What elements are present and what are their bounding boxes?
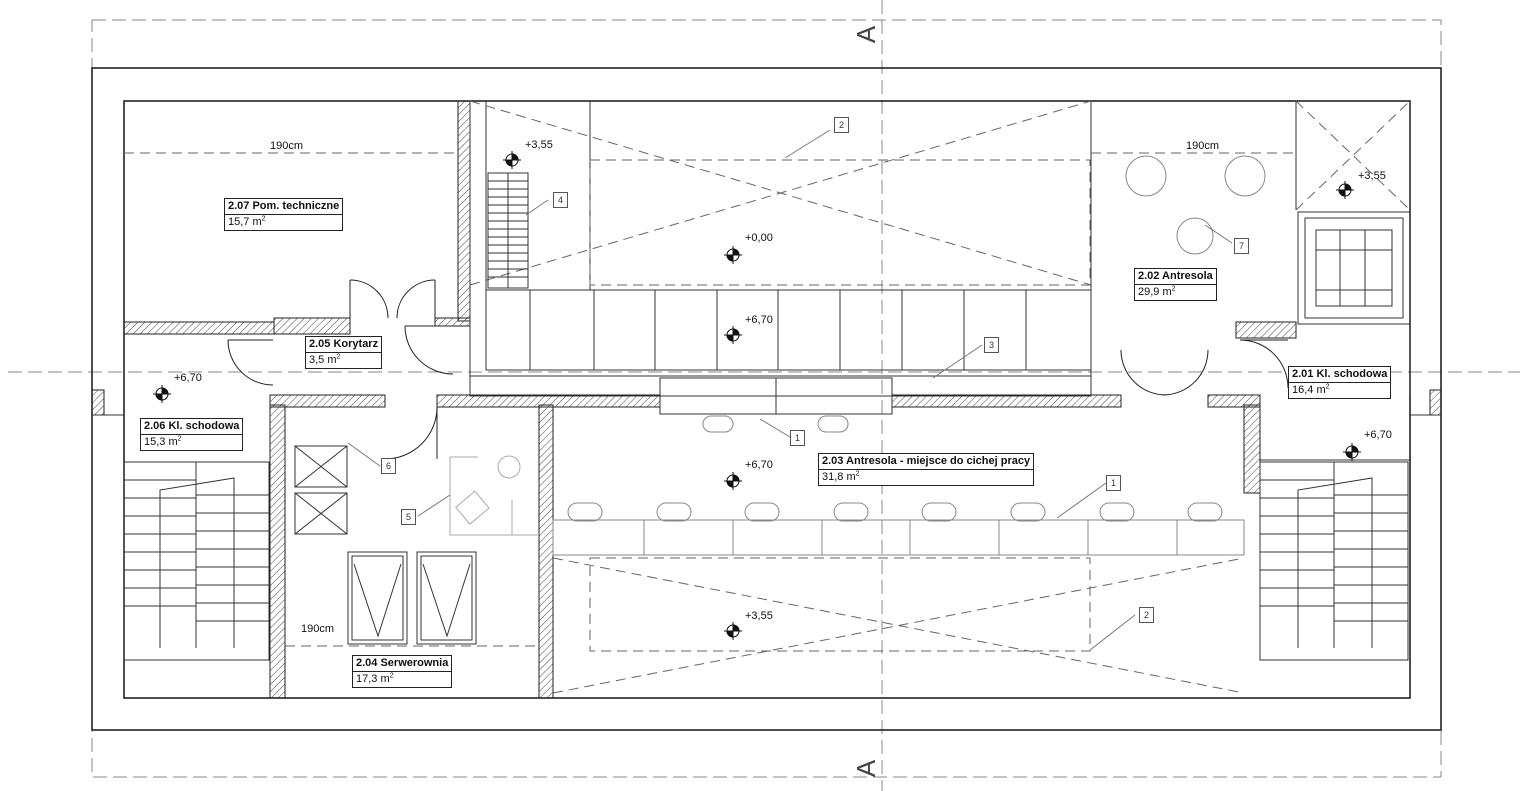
level-label: +3,55 [745,610,773,622]
callout-tag: 4 [553,192,568,208]
server-room-equipment [294,445,477,645]
room-area: 16,4 m2 [1292,383,1330,396]
room-tag-2-02: 2.02 Antresola 29,9 m2 [1134,268,1217,301]
callout-tag: 6 [381,458,396,474]
level-label: +0,00 [745,232,773,244]
elevator [1297,211,1411,325]
room-name: 2.05 Korytarz [306,337,382,353]
work-desks [552,415,1245,556]
callout-tag: 2 [1139,607,1154,623]
room-tag-2-05: 2.05 Korytarz 3,5 m2 [305,336,383,369]
dimension-label: 190cm [1186,140,1220,152]
room-area: 29,9 m2 [1138,285,1176,298]
dimension-label: 190cm [301,623,335,635]
room-tag-2-06: 2.06 Kl. schodowa 15,3 m2 [140,418,244,451]
callout-tag: 5 [401,509,416,525]
room-tag-2-07: 2.07 Pom. techniczne 15,7 m2 [224,198,344,231]
room-name: 2.04 Serwerownia [353,656,452,672]
dimension-label: 190cm [270,140,304,152]
callout-tag: 1 [790,430,805,446]
room-name: 2.03 Antresola - miejsce do cichej pracy [819,454,1034,470]
room-tag-2-03: 2.03 Antresola - miejsce do cichej pracy… [818,453,1035,486]
voids [124,100,1411,694]
callout-leaders [347,129,1233,651]
round-tables [1125,155,1266,255]
level-label: +6,70 [174,372,202,384]
room-name: 2.02 Antresola [1135,269,1216,285]
room-area: 3,5 m2 [309,353,341,366]
room-area: 31,8 m2 [822,470,860,483]
section-marker-bottom: A [851,759,882,778]
level-label: +6,70 [745,314,773,326]
callout-tag: 3 [984,337,999,353]
room-name: 2.07 Pom. techniczne [225,199,343,215]
callout-tag: 2 [834,117,849,133]
room-area: 17,3 m2 [356,672,394,685]
room-tag-2-01: 2.01 Kl. schodowa 16,4 m2 [1288,366,1392,399]
level-label: +3,55 [525,139,553,151]
room-name: 2.06 Kl. schodowa [141,419,243,435]
stairs [123,172,1409,661]
section-marker-top: A [851,25,882,44]
room-area: 15,3 m2 [144,435,182,448]
server-room-desk [449,455,539,536]
level-label: +6,70 [1364,429,1392,441]
level-label: +6,70 [745,459,773,471]
room-area: 15,7 m2 [228,215,266,228]
walls [91,100,1442,699]
callout-tag: 7 [1234,238,1249,254]
room-name: 2.01 Kl. schodowa [1289,367,1391,383]
level-markers [153,151,1361,640]
room-tag-2-04: 2.04 Serwerownia 17,3 m2 [352,655,453,688]
level-label: +3,55 [1358,170,1386,182]
callout-tag: 1 [1106,475,1121,491]
